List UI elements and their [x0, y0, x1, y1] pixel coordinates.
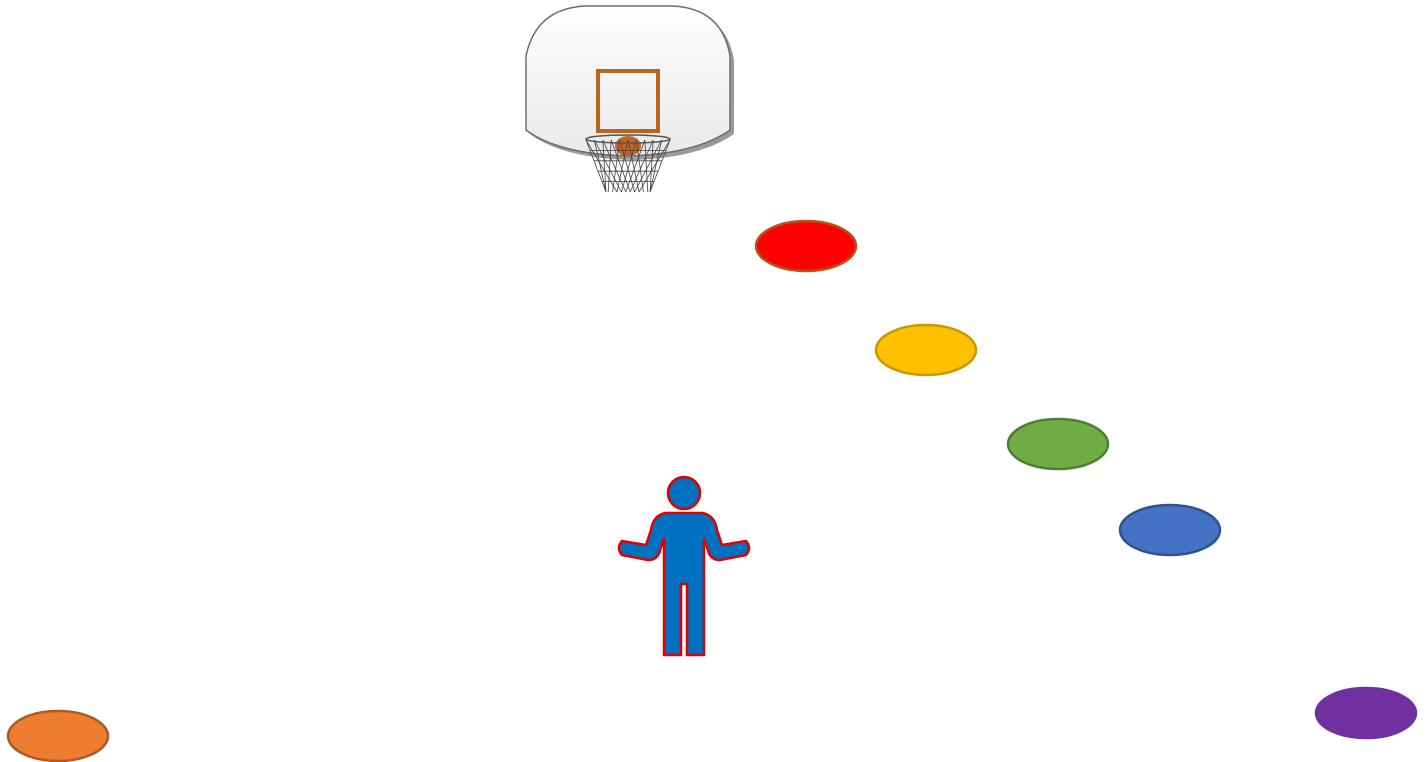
person-shrugging-icon [619, 477, 749, 655]
spot-marker-blue [1120, 505, 1220, 555]
backboard [526, 6, 730, 156]
basketball-hoop-icon [526, 6, 734, 192]
spot-marker-purple [1316, 688, 1416, 738]
spot-marker-yellow [876, 325, 976, 375]
person-body [619, 513, 749, 655]
spot-marker-red [756, 221, 856, 271]
spot-markers [8, 221, 1416, 761]
person-head [668, 477, 700, 509]
spot-marker-green [1008, 419, 1108, 469]
spot-marker-orange [8, 711, 108, 761]
